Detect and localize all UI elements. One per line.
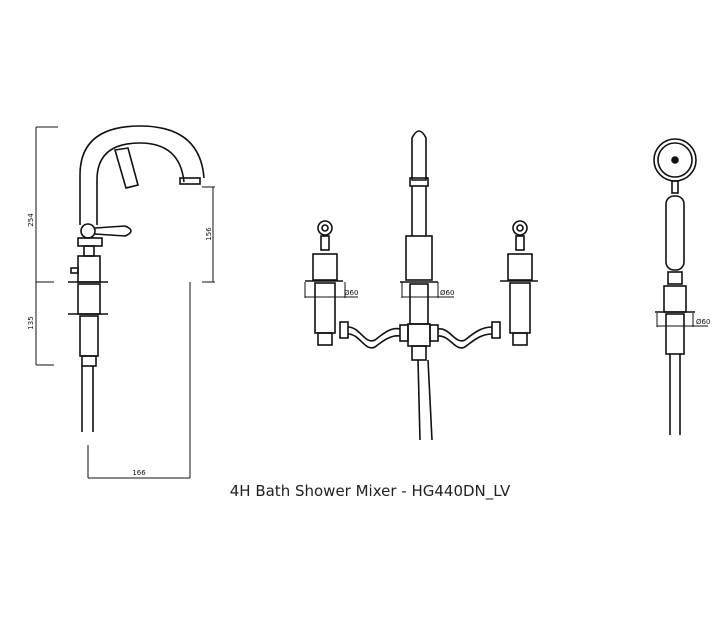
front-spout [400,130,438,441]
dim-spout-reach: 166 [132,469,146,477]
left-valve [305,220,343,346]
shower-handset [653,138,697,435]
side-faucet [68,125,205,432]
drawing-title: 4H Bath Shower Mixer - HG440DN_LV [229,482,511,500]
dim-overall-height: 254 [27,213,35,227]
right-valve [500,220,538,346]
handset-view: Ø60 [653,138,710,435]
connecting-pipes [339,321,501,349]
dim-spout-height: 156 [205,227,213,241]
dim-valve-diameter: Ø60 [344,289,358,297]
side-view: 254 135 156 166 [27,125,215,479]
dim-below-deck: 135 [27,316,35,329]
dim-handset-diameter: Ø60 [696,318,710,326]
diameter-markers [304,282,708,327]
dim-spout-diameter: Ø60 [440,289,454,297]
front-view: Ø60 Ø60 [304,130,708,441]
dimension-lines [35,126,215,479]
